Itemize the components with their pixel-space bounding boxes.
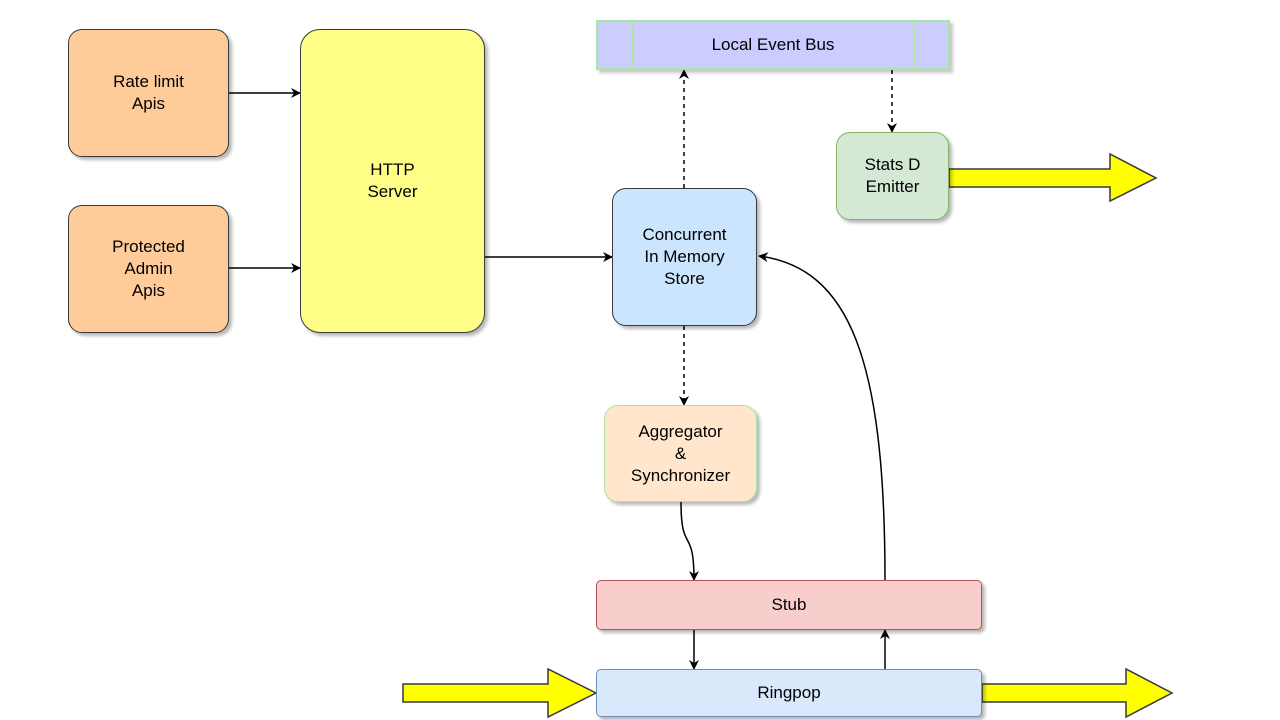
ringpop-box: Ringpop: [596, 669, 982, 717]
http-server-box: HTTP Server: [300, 29, 485, 333]
stub-box: Stub: [596, 580, 982, 630]
stats-output-arrow: [948, 152, 1158, 203]
rate-limit-apis-box: Rate limit Apis: [68, 29, 229, 157]
stats-d-emitter-box: Stats D Emitter: [836, 132, 949, 220]
event-bus-right-divider: [914, 22, 915, 68]
protected-admin-apis-box: Protected Admin Apis: [68, 205, 229, 333]
arrow-aggregator-to-stub: [680, 501, 699, 581]
local-event-bus-box: Local Event Bus: [596, 20, 950, 70]
ringpop-output-arrow: [981, 667, 1174, 719]
ringpop-input-arrow: [402, 667, 598, 719]
aggregator-synchronizer-box: Aggregator & Synchronizer: [604, 405, 757, 502]
concurrent-in-memory-store-box: Concurrent In Memory Store: [612, 188, 757, 326]
arrow-stub-to-store: [758, 252, 886, 581]
local-event-bus-label: Local Event Bus: [711, 35, 835, 54]
event-bus-left-divider: [632, 22, 633, 68]
